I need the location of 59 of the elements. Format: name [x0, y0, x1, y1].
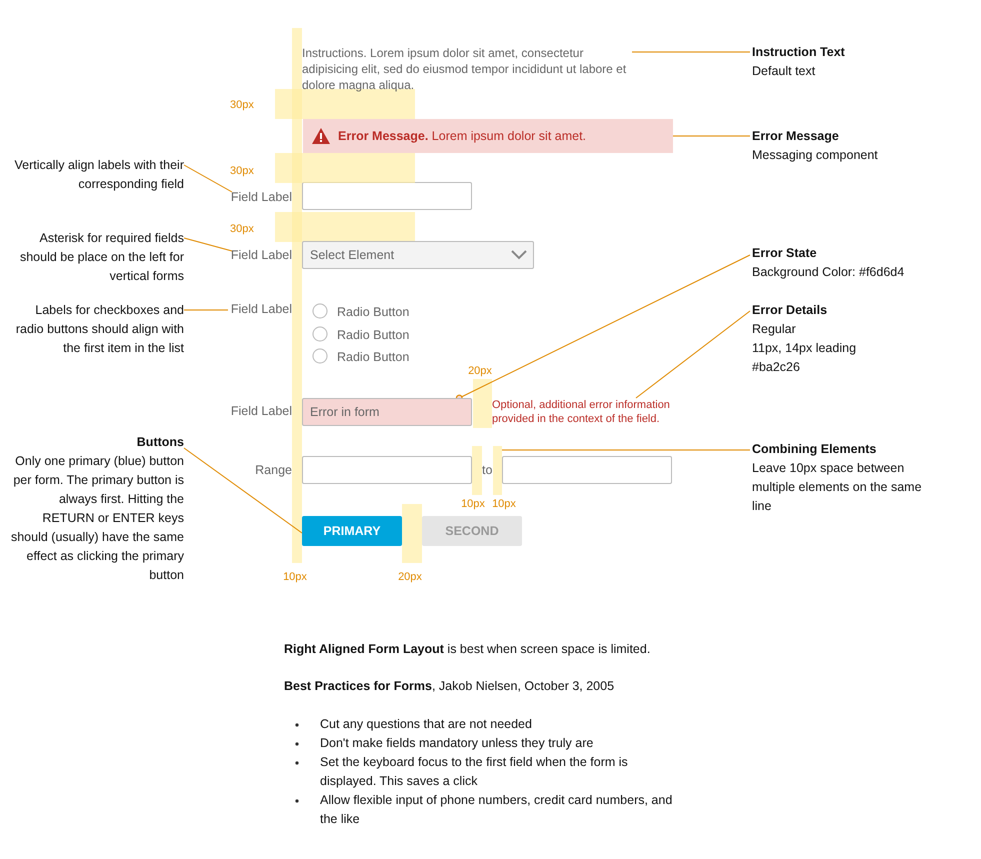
leader-line	[184, 448, 302, 534]
list-item: Allow flexible input of phone numbers, credit card numbers, and the like	[320, 792, 674, 828]
spacing-value: 20px	[467, 364, 493, 379]
error-input-field: Error in form	[302, 398, 472, 426]
leader-line	[636, 310, 750, 398]
annotation-body: 11px, 14px leading	[752, 340, 858, 357]
connector-word: to	[482, 462, 494, 479]
list-item: Set the keyboard focus to the first field when the form is displayed. This saves a click	[320, 754, 629, 790]
list-item: Cut any questions that are not needed	[320, 716, 533, 733]
annotation-heading: Buttons	[136, 434, 184, 451]
leader-line	[184, 238, 232, 252]
note-text: Vertically align labels with their corresponding field	[10, 156, 184, 194]
radio-label: Radio Button	[337, 327, 410, 344]
radio-label: Radio Button	[337, 349, 410, 366]
field-label: Field Label	[212, 188, 292, 207]
spacing-guide	[275, 153, 415, 183]
error-detail-text: Optional, additional error information provided in the context of the field.	[492, 398, 692, 426]
spacing-value: 30px	[230, 98, 255, 113]
instruction-text: Instructions. Lorem ipsum dolor sit amet, consectetur adipisicing elit, sed do eiusmod tempor incididunt ut labore et dolore magna aliqua.	[302, 45, 632, 93]
note-text: Asterisk for required fields should be place on the left for vertical forms	[10, 229, 184, 286]
annotation-heading: Error State	[752, 245, 818, 262]
spacing-guide	[473, 379, 492, 428]
spacing-guide	[402, 504, 422, 563]
note-text: Labels for checkboxes and radio buttons should align with the first item in the list	[10, 301, 184, 358]
spacing-value: 10px	[282, 570, 308, 585]
secondary-button: SECOND	[422, 516, 522, 546]
spacing-value: 30px	[230, 222, 255, 237]
annotation-body: Messaging component	[752, 147, 879, 164]
field-label: Range	[254, 462, 292, 479]
annotation-body: Default text	[752, 63, 816, 80]
radio-label: Radio Button	[337, 304, 410, 321]
spacing-value: 20px	[397, 570, 423, 585]
note-text: Right Aligned Form Layout is best when screen space is limited.	[284, 641, 652, 658]
spacing-value: 10px	[460, 497, 486, 512]
annotation-heading: Error Details	[752, 302, 828, 319]
annotation-body: Only one primary (blue) button per form. The primary button is always first. Hitting the RETURN or ENTER keys should (usually) have the same effect as clicking the primary button	[10, 453, 184, 584]
note-text: Best Practices for Forms, Jakob Nielsen, October 3, 2005	[284, 678, 616, 695]
spacing-value: 30px	[230, 164, 255, 179]
primary-button: PRIMARY	[302, 516, 402, 546]
annotation-heading: Combining Elements	[752, 441, 878, 458]
annotation-body: #ba2c26	[752, 359, 801, 376]
leader-line	[184, 164, 232, 192]
field-label: Field Label	[230, 403, 292, 420]
spacing-guide	[275, 212, 415, 242]
annotation-body: Leave 10px space between multiple elements on the same line	[752, 460, 922, 515]
error-message-text: Error Message. Lorem ipsum dolor sit amet.	[338, 128, 586, 145]
select-field: Select Element	[302, 241, 534, 269]
annotation-heading: Error Message	[752, 128, 840, 145]
annotation-heading: Instruction Text	[752, 44, 846, 61]
spacing-guide	[472, 446, 482, 495]
field-label: Field Label	[212, 246, 292, 265]
error-message-banner	[303, 119, 673, 153]
annotation-body: Background Color: #f6d6d4	[752, 264, 906, 281]
spacing-guide	[493, 446, 502, 495]
list-item: Don't make fields mandatory unless they truly are	[320, 735, 594, 752]
annotation-body: Regular	[752, 321, 797, 338]
spacing-value: 10px	[491, 497, 517, 512]
spacing-guide	[292, 28, 302, 563]
field-label: Field Label	[212, 300, 292, 319]
